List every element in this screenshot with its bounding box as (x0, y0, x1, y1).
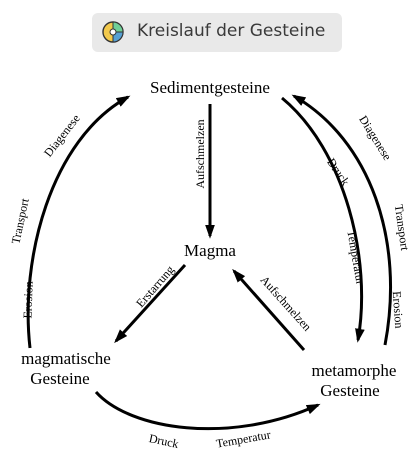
node-magma: Magma (184, 241, 236, 260)
label-left-transport: Transport (8, 196, 31, 245)
node-metamorphe-gesteine-line2: Gesteine (320, 381, 379, 400)
node-sedimentgesteine: Sedimentgesteine (150, 78, 270, 97)
label-aufschmelzen-diagonal: Aufschmelzen (258, 273, 315, 334)
arc-igneous-to-meta (94, 390, 321, 431)
label-erstarrung: Erstarrung (133, 263, 177, 310)
node-magmatische-gesteine-line2: Gesteine (30, 369, 89, 388)
rock-cycle-icon (102, 21, 124, 43)
arc-sed-to-meta (281, 96, 365, 343)
node-metamorphe-gesteine-line1: metamorphe (312, 361, 397, 380)
arrow-meta-to-magma (232, 268, 306, 351)
label-right-erosion: Erosion (390, 291, 407, 329)
title-banner: Kreislauf der Gesteine (92, 13, 342, 52)
arc-meta-to-sed (291, 94, 392, 346)
node-magmatische-gesteine-line1: magmatische (21, 349, 111, 368)
label-bottom-druck: Druck (148, 431, 180, 451)
label-right-temperatur: Temperatur (344, 229, 367, 286)
label-aufschmelzen-vertical: Aufschmelzen (193, 119, 207, 188)
arrow-magma-to-igneous (114, 263, 187, 344)
label-right-transport: Transport (392, 204, 412, 252)
page-title: Kreislauf der Gesteine (137, 21, 326, 41)
label-right-diagenese: Diagenese (356, 113, 394, 163)
label-right-druck: Druck (324, 155, 352, 188)
label-left-diagenese: Diagenese (41, 112, 83, 160)
arc-igneous-to-sed (26, 95, 131, 349)
label-left-erosion: Erosion (20, 281, 35, 319)
label-bottom-temperatur: Temperatur (215, 427, 272, 450)
